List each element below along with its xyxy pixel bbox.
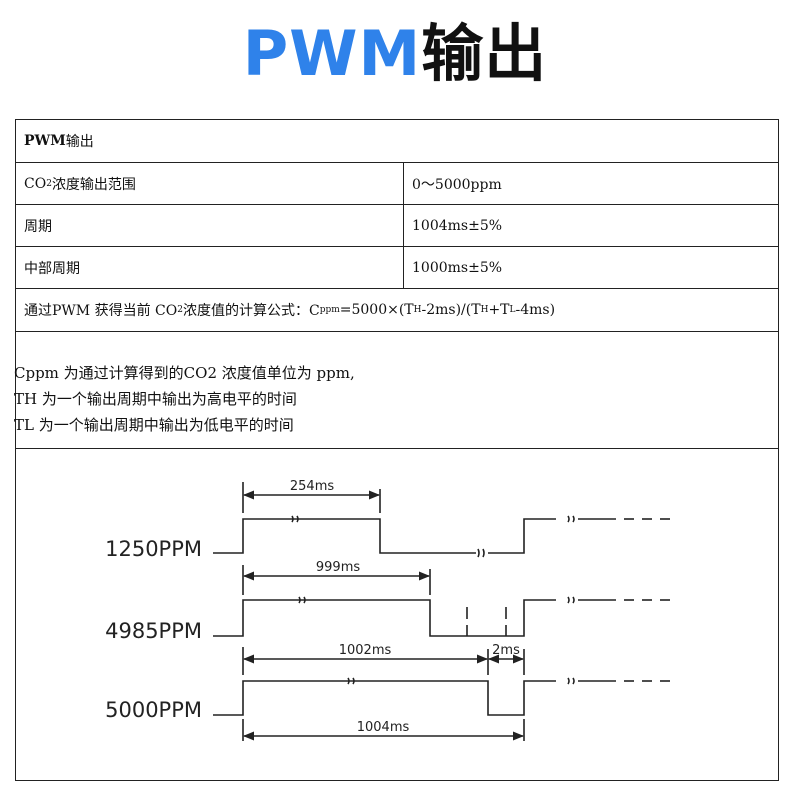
table-row: 周期 1004ms±5% [16, 205, 778, 247]
label-4985ppm: 4985PPM [105, 619, 202, 643]
table-section-row: PWM 输出 [16, 120, 778, 163]
note-tl: TL 为一个输出周期中输出为低电平的时间 [14, 416, 294, 434]
pwm-timing-diagram: 1250PPM 4985PPM 5000PPM 254ms 999ms 1002… [105, 479, 670, 741]
wave-4985ppm [213, 599, 508, 637]
row-value-mid-period: 1000ms±5% [412, 259, 503, 276]
section-title: PWM 输出 [24, 133, 94, 150]
table-row: 中部周期 1000ms±5% [16, 247, 778, 289]
timing-diagram-row: 1250PPM 4985PPM 5000PPM 254ms 999ms 1002… [16, 449, 778, 780]
note-th: TH 为一个输出周期中输出为高电平的时间 [14, 390, 297, 408]
dim-2ms: 2ms [492, 643, 520, 658]
wave-5000ppm [213, 680, 556, 716]
row-value-period: 1004ms±5% [412, 217, 503, 234]
notes-list: Cppm 为通过计算得到的CO2 浓度值单位为 ppm, TH 为一个输出周期中… [14, 360, 355, 438]
dim-999ms: 999ms [316, 560, 360, 575]
dim-254ms: 254ms [290, 479, 334, 494]
label-5000ppm: 5000PPM [105, 698, 202, 722]
row-label-period: 周期 [24, 218, 52, 235]
page-title: PWM输出 [0, 14, 790, 94]
label-1250ppm: 1250PPM [105, 537, 202, 561]
dim-1004ms: 1004ms [357, 720, 410, 735]
dim-1002ms: 1002ms [339, 643, 392, 658]
row-label-mid-period: 中部周期 [24, 260, 80, 277]
title-output: 输出 [421, 17, 548, 90]
notes-row: Cppm 为通过计算得到的CO2 浓度值单位为 ppm, TH 为一个输出周期中… [14, 332, 778, 449]
title-pwm: PWM [242, 17, 422, 90]
row-value-co2-range: 0～5000ppm [412, 176, 502, 193]
wave-1250ppm [213, 518, 476, 554]
note-cppm: Cppm 为通过计算得到的CO2 浓度值单位为 ppm, [14, 364, 355, 382]
